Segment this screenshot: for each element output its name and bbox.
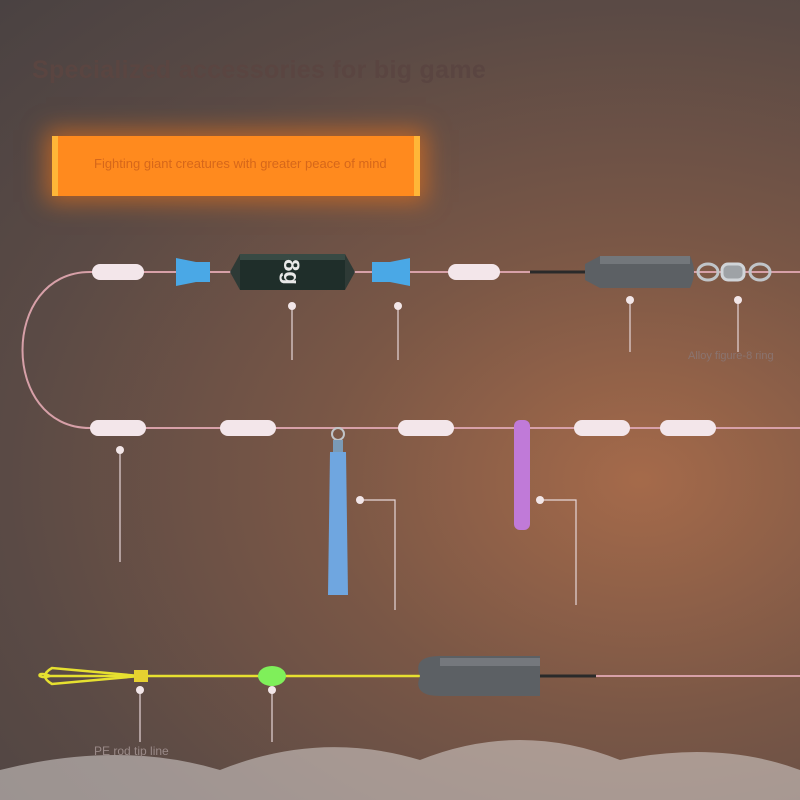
knot-icon (134, 670, 148, 682)
bead-icon (574, 420, 630, 436)
sinker-icon (418, 656, 540, 696)
leader-lines (119, 300, 739, 742)
slogan-banner: Fighting giant creatures with greater pe… (52, 136, 420, 196)
float-icon (514, 420, 530, 530)
bean-stopper-icon (258, 666, 286, 686)
stopper-icon (372, 258, 410, 286)
float-icon (328, 427, 348, 595)
stopper-icon (176, 258, 210, 286)
sinker-icon: 8g (230, 254, 355, 290)
sinker-icon (585, 256, 694, 288)
figure-8-swivel-icon (696, 262, 772, 282)
bead-icon (398, 420, 454, 436)
bead-icon (448, 264, 500, 280)
bead-icon (90, 420, 146, 436)
main-line (21, 271, 800, 429)
svg-text:8g: 8g (279, 259, 304, 285)
banner-text: Fighting giant creatures with greater pe… (94, 156, 387, 171)
water-splash (0, 740, 800, 800)
bead-icon (220, 420, 276, 436)
page-title: Specialized accessories for big game (32, 56, 487, 84)
bead-icon (660, 420, 716, 436)
label-swivel: Alloy figure-8 ring (688, 350, 774, 362)
label-pe-line: PE rod tip line (94, 744, 169, 758)
bead-icon (92, 264, 144, 280)
